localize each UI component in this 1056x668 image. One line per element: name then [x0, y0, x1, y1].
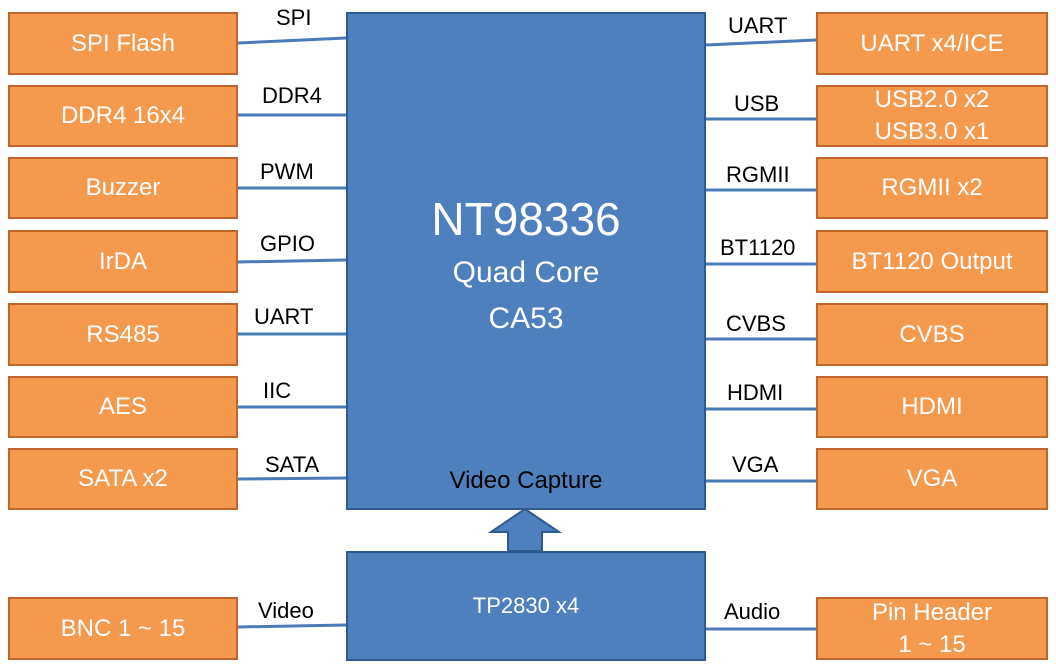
peripheral-spi-flash: SPI Flash — [8, 12, 238, 75]
bus-label-audio: Audio — [724, 599, 781, 624]
peripheral-label: CVBS — [899, 320, 965, 348]
peripheral-label: DDR4 16x4 — [60, 102, 186, 129]
peripheral-label-line2: USB3.0 x1 — [874, 118, 990, 145]
connector-sata — [237, 476, 347, 481]
peripheral-usb: USB2.0 x2 USB3.0 x1 — [816, 85, 1048, 147]
connector-gpio — [237, 258, 347, 264]
peripheral-label: RS485 — [86, 320, 160, 348]
peripheral-rgmii: RGMII x2 — [816, 157, 1048, 219]
peripheral-bnc: BNC 1 ~ 15 — [8, 597, 238, 660]
bus-label-bt1120: BT1120 — [720, 235, 796, 260]
peripheral-label-line1: Pin Header — [871, 598, 993, 626]
peripheral-label: IrDA — [99, 247, 147, 275]
soc-arch: CA53 — [488, 302, 564, 335]
bus-label-sata: SATA — [265, 452, 320, 477]
peripheral-label: VGA — [906, 465, 958, 492]
peripheral-aes: AES — [8, 376, 238, 438]
bus-label-ddr4: DDR4 — [262, 83, 322, 108]
bus-label-uart-right: UART — [728, 13, 788, 38]
connector-spi — [237, 36, 347, 45]
peripheral-rs485: RS485 — [8, 303, 238, 366]
peripheral-label: BNC 1 ~ 15 — [60, 614, 186, 642]
peripheral-label-line1: USB2.0 x2 — [874, 86, 990, 113]
peripheral-label: AES — [98, 393, 148, 420]
bus-label-hdmi: HDMI — [727, 380, 784, 405]
peripheral-uart-ice: UART x4/ICE — [816, 12, 1048, 75]
bus-label-pwm: PWM — [260, 159, 314, 184]
peripheral-label: HDMI — [901, 393, 963, 420]
peripheral-sata: SATA x2 — [8, 448, 238, 510]
peripheral-label: SATA x2 — [78, 465, 168, 492]
bus-label-iic: IIC — [263, 378, 292, 403]
bus-label-usb: USB — [734, 91, 780, 116]
connector-uart-right — [705, 38, 817, 47]
peripheral-label: Buzzer — [85, 174, 161, 201]
peripheral-pin-header: Pin Header 1 ~ 15 — [816, 597, 1048, 660]
decoder-block: TP2830 x4 — [346, 551, 706, 661]
video-capture-label: Video Capture — [449, 467, 603, 494]
bus-label-rgmii: RGMII — [726, 162, 790, 187]
decoder-name: TP2830 x4 — [472, 593, 580, 618]
peripheral-vga: VGA — [816, 448, 1048, 510]
peripheral-label: UART x4/ICE — [860, 29, 1004, 57]
connector-video — [237, 623, 347, 629]
bus-label-gpio: GPIO — [260, 231, 316, 256]
peripheral-label: RGMII x2 — [881, 174, 983, 201]
bus-label-spi: SPI — [276, 5, 312, 30]
peripheral-hdmi: HDMI — [816, 376, 1048, 438]
peripheral-label: SPI Flash — [70, 29, 176, 57]
bus-label-cvbs: CVBS — [726, 311, 786, 336]
soc-core: Quad Core — [452, 256, 600, 289]
peripheral-ddr4: DDR4 16x4 — [8, 85, 238, 147]
bus-label-vga: VGA — [732, 452, 779, 477]
peripheral-bt1120: BT1120 Output — [816, 230, 1048, 293]
soc-name: NT98336 — [431, 193, 621, 245]
peripheral-cvbs: CVBS — [816, 303, 1048, 366]
peripheral-label: BT1120 Output — [851, 247, 1013, 275]
bus-label-uart-left: UART — [254, 304, 314, 329]
bus-label-video: Video — [258, 598, 314, 623]
up-arrow-icon — [487, 507, 563, 552]
peripheral-irda: IrDA — [8, 230, 238, 293]
peripheral-label-line2: 1 ~ 15 — [898, 630, 966, 658]
peripheral-buzzer: Buzzer — [8, 157, 238, 219]
soc-block: NT98336 Quad Core CA53 Video Capture — [346, 12, 706, 510]
